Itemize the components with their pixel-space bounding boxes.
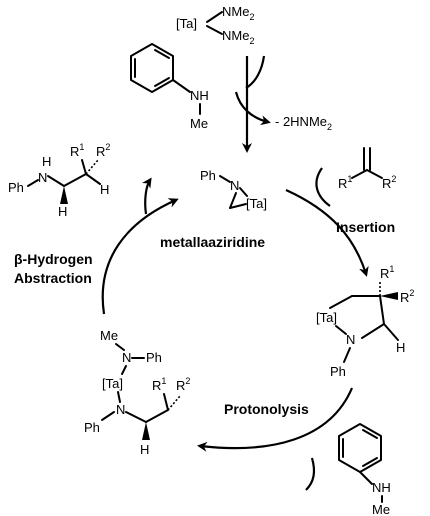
r1-label: R1 bbox=[338, 174, 352, 191]
bond bbox=[343, 347, 351, 363]
bond bbox=[229, 192, 237, 209]
incoming-curve bbox=[245, 55, 266, 89]
bond bbox=[154, 49, 170, 59]
wedge-bond bbox=[142, 422, 150, 440]
nme2-top-label: NMe2 bbox=[222, 4, 254, 22]
bond bbox=[63, 173, 87, 187]
bond bbox=[366, 169, 383, 179]
beta-hydrogen-label-1: β-Hydrogen bbox=[14, 251, 93, 267]
bond bbox=[101, 411, 115, 421]
ph-label: Ph bbox=[146, 350, 162, 365]
bond bbox=[27, 179, 39, 187]
bond bbox=[85, 173, 101, 185]
bond bbox=[163, 393, 169, 411]
bond bbox=[115, 343, 125, 351]
bond bbox=[362, 429, 378, 439]
beta-hydrogen-arrow bbox=[101, 198, 179, 315]
byproduct-arrow bbox=[234, 91, 271, 126]
bond bbox=[335, 325, 347, 335]
ta-label: [Ta] bbox=[102, 376, 123, 391]
nh-label: NH bbox=[190, 88, 209, 103]
bond bbox=[172, 79, 191, 93]
product-release-arrow bbox=[141, 177, 152, 215]
tantalum-amide-reagent: [Ta] NMe2 NMe2 bbox=[176, 4, 254, 46]
r1-label: R1 bbox=[152, 376, 166, 393]
byproduct-label: - 2HNMe2 bbox=[275, 114, 332, 132]
bond bbox=[47, 175, 65, 187]
ph-label: Ph bbox=[8, 180, 24, 195]
me-label: Me bbox=[190, 116, 208, 131]
n-label: N bbox=[230, 178, 239, 193]
bond bbox=[121, 365, 127, 375]
nme2-bottom-label: NMe2 bbox=[222, 28, 254, 46]
wedge-bond bbox=[60, 186, 68, 204]
bond bbox=[361, 323, 385, 339]
r2-label: R2 bbox=[382, 174, 396, 191]
ta-label: [Ta] bbox=[246, 196, 267, 211]
benzene-ring bbox=[338, 423, 382, 473]
bond bbox=[229, 203, 247, 209]
bond bbox=[383, 323, 399, 341]
r1-label: R1 bbox=[70, 142, 84, 159]
r1-label: R1 bbox=[380, 264, 394, 281]
protonated-intermediate: Me N Ph [Ta] N Ph H R1 R2 bbox=[84, 328, 190, 457]
bond bbox=[125, 411, 147, 423]
h-label: H bbox=[396, 340, 405, 355]
n-methylaniline-top: NH Me bbox=[130, 43, 209, 131]
ta-label: [Ta] bbox=[316, 310, 337, 325]
n-label: N bbox=[122, 350, 131, 365]
r2-label: R2 bbox=[400, 288, 414, 305]
alkene-reagent: R1 R2 bbox=[338, 147, 396, 191]
bond bbox=[117, 391, 121, 403]
alkene-entry-curve bbox=[315, 167, 331, 207]
ph-label: Ph bbox=[200, 168, 216, 183]
bond bbox=[239, 187, 248, 197]
ph-label: Ph bbox=[330, 364, 346, 379]
h-label: H bbox=[58, 204, 67, 219]
h2-label: H bbox=[100, 182, 109, 197]
bond bbox=[206, 11, 223, 23]
product-amine: Ph N H H R1 R2 H bbox=[8, 142, 110, 219]
ta-label: [Ta] bbox=[176, 16, 197, 31]
bond bbox=[351, 169, 368, 179]
metallapyrrolidine: [Ta] N Ph H R2 R1 bbox=[316, 264, 414, 379]
wedge-bond bbox=[380, 292, 398, 300]
protonolysis-label: Protonolysis bbox=[224, 401, 309, 417]
me-label: Me bbox=[100, 328, 118, 343]
benzene-ring bbox=[130, 43, 174, 93]
bond bbox=[206, 25, 223, 35]
bond bbox=[379, 295, 385, 325]
n-label: N bbox=[38, 170, 47, 185]
insertion-label: Insertion bbox=[336, 219, 395, 235]
r2-label: R2 bbox=[176, 376, 190, 393]
protonolysis-arrow bbox=[197, 387, 354, 452]
bond bbox=[145, 409, 169, 423]
bond bbox=[362, 457, 378, 467]
beta-hydrogen-label-2: Abstraction bbox=[14, 270, 92, 286]
me-label: Me bbox=[372, 502, 390, 516]
r2-label: R2 bbox=[96, 142, 110, 159]
hash-bond bbox=[85, 159, 99, 175]
bond bbox=[219, 175, 231, 183]
h-label: H bbox=[140, 442, 149, 457]
nh-h-label: H bbox=[42, 154, 51, 169]
ph-label: Ph bbox=[84, 420, 100, 435]
metallaaziridine-label: metallaaziridine bbox=[160, 234, 265, 250]
n-label: N bbox=[116, 402, 125, 417]
bond bbox=[359, 471, 373, 485]
n-label: N bbox=[346, 332, 355, 347]
metallaaziridine: Ph N [Ta] metallaaziridine bbox=[160, 168, 267, 250]
bond bbox=[154, 77, 170, 87]
aniline-entry-curve bbox=[305, 457, 316, 491]
n-methylaniline-bottom: NH Me bbox=[338, 423, 391, 516]
bond bbox=[329, 295, 353, 309]
insertion-arrow bbox=[285, 188, 369, 277]
bond bbox=[81, 159, 87, 175]
nh-label: NH bbox=[372, 480, 391, 495]
hash-bond bbox=[167, 395, 181, 411]
